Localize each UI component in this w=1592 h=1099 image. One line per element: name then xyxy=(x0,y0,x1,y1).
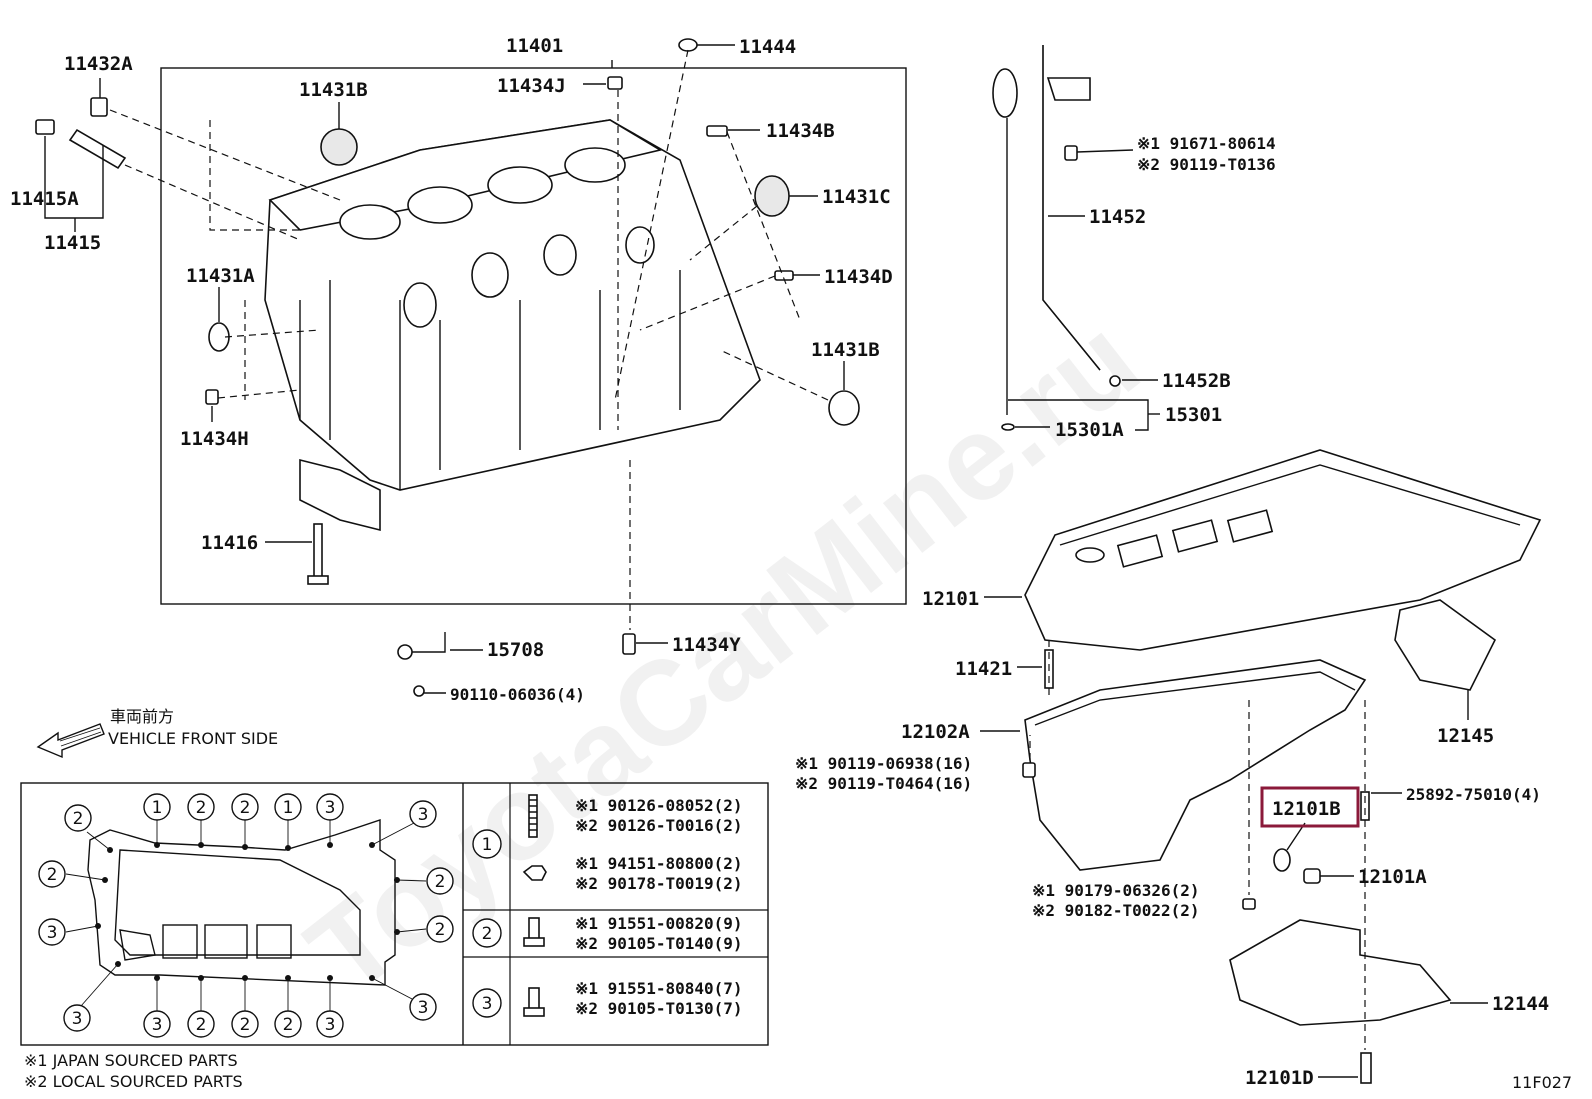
legend-row-2-num: 2 xyxy=(482,924,493,944)
bolt-ref-90179-06326: ※1 90179-06326(2) xyxy=(1032,881,1200,900)
label-11434H: 11434H xyxy=(180,428,249,450)
callout: 3 xyxy=(152,1015,163,1035)
callout: 2 xyxy=(283,1015,294,1035)
legend-row-1-line-3: ※1 94151-80800(2) xyxy=(575,854,743,873)
callout: 3 xyxy=(72,1009,83,1029)
label-11434Y: 11434Y xyxy=(672,634,741,656)
block-dashed-leaders xyxy=(109,49,829,630)
label-25892-75010: 25892-75010(4) xyxy=(1406,785,1541,804)
callout: 1 xyxy=(283,798,294,818)
bolt-ref-90119-06938: ※1 90119-06938(16) xyxy=(795,754,972,773)
label-11432A: 11432A xyxy=(64,53,133,75)
callout: 1 xyxy=(152,798,163,818)
callout: 2 xyxy=(196,798,207,818)
legend-row-1-line-1: ※1 90126-08052(2) xyxy=(575,796,743,815)
callout: 2 xyxy=(47,865,58,885)
label-11434B: 11434B xyxy=(766,120,835,142)
front-label-en: VEHICLE FRONT SIDE xyxy=(108,729,278,748)
label-12101D: 12101D xyxy=(1245,1067,1314,1089)
callout: 2 xyxy=(196,1015,207,1035)
diagram-code: 11F027 xyxy=(1512,1073,1572,1092)
highlight-box-12101B xyxy=(1260,786,1360,828)
front-arrow-icon xyxy=(36,723,105,759)
callout: 2 xyxy=(240,1015,251,1035)
bolt-legend: 2 1 2 2 1 3 3 2 3 2 2 3 3 2 2 2 3 3 1 2 … xyxy=(20,782,769,1046)
flange-bolt-icon-2 xyxy=(523,987,545,1017)
nut-icon xyxy=(522,865,547,881)
callout: 3 xyxy=(47,923,58,943)
legend-row-1-line-4: ※2 90178-T0019(2) xyxy=(575,874,743,893)
label-15301A: 15301A xyxy=(1055,419,1124,441)
legend-row-1-num: 1 xyxy=(482,835,493,855)
label-90110-06036: 90110-06036(4) xyxy=(450,685,585,704)
callout: 2 xyxy=(240,798,251,818)
callout: 2 xyxy=(435,920,446,940)
stud-icon xyxy=(528,794,538,838)
callout: 2 xyxy=(435,872,446,892)
label-12145: 12145 xyxy=(1437,725,1494,747)
label-12102A: 12102A xyxy=(901,721,970,743)
dipstick-labels: ※1 91671-80614 ※2 90119-T0136 11452 1145… xyxy=(1055,134,1276,441)
legend-row-2-line-1: ※1 91551-00820(9) xyxy=(575,914,743,933)
label-12101: 12101 xyxy=(922,588,979,610)
note-japan-sourced: ※1 JAPAN SOURCED PARTS xyxy=(24,1051,238,1070)
note-local-sourced: ※2 LOCAL SOURCED PARTS xyxy=(24,1072,243,1091)
block-frame xyxy=(160,67,907,605)
label-11431A: 11431A xyxy=(186,265,255,287)
label-12144: 12144 xyxy=(1492,993,1549,1015)
legend-row-3-line-1: ※1 91551-80840(7) xyxy=(575,979,743,998)
bolt-ref-90119-T0464: ※2 90119-T0464(16) xyxy=(795,774,972,793)
label-11401: 11401 xyxy=(506,35,563,57)
legend-row-3-line-2: ※2 90105-T0130(7) xyxy=(575,999,743,1018)
legend-row-1-line-2: ※2 90126-T0016(2) xyxy=(575,816,743,835)
legend-row-3-num: 3 xyxy=(482,994,493,1014)
label-11421: 11421 xyxy=(955,658,1012,680)
vehicle-front-indicator: 車両前方 VEHICLE FRONT SIDE xyxy=(36,707,278,759)
label-15301: 15301 xyxy=(1165,404,1222,426)
label-11434D: 11434D xyxy=(824,266,893,288)
label-11434J: 11434J xyxy=(497,75,566,97)
bolt-ref-90119-T0136: ※2 90119-T0136 xyxy=(1137,155,1276,174)
label-15708: 15708 xyxy=(487,639,544,661)
bolt-ref-91671: ※1 91671-80614 xyxy=(1137,134,1276,153)
label-11444: 11444 xyxy=(739,36,796,58)
dipstick-assembly xyxy=(992,45,1160,431)
label-11415A: 11415A xyxy=(10,188,79,210)
block-labels: 11401 11444 11432A 11434J 11431B 11434B … xyxy=(10,35,893,704)
pipe-15708 xyxy=(397,632,483,697)
oil-pan-labels: 12101 11421 12102A 12145 ※1 90119-06938(… xyxy=(795,588,1549,1089)
callout: 3 xyxy=(418,805,429,825)
callout: 2 xyxy=(73,809,84,829)
oil-pipe-parts xyxy=(35,97,127,170)
cylinder-block-drawing xyxy=(264,119,761,532)
label-12101B[interactable]: 12101B xyxy=(1272,798,1341,820)
callout: 3 xyxy=(325,1015,336,1035)
label-11431C: 11431C xyxy=(822,186,891,208)
pan-map-callouts: 2 1 2 2 1 3 3 2 3 2 2 3 3 2 2 2 3 3 xyxy=(38,793,454,1038)
label-11416: 11416 xyxy=(201,532,258,554)
oil-pan-drawing xyxy=(1022,449,1542,1084)
callout: 3 xyxy=(418,998,429,1018)
label-12101A: 12101A xyxy=(1358,866,1427,888)
front-label-jp: 車両前方 xyxy=(110,707,174,726)
label-11431B-right: 11431B xyxy=(811,339,880,361)
block-leader-lines xyxy=(44,44,845,644)
bolt-ref-90182-T0022: ※2 90182-T0022(2) xyxy=(1032,901,1200,920)
flange-bolt-icon xyxy=(523,917,545,947)
label-11452: 11452 xyxy=(1089,206,1146,228)
label-11415: 11415 xyxy=(44,232,101,254)
label-11431B-top: 11431B xyxy=(299,79,368,101)
callout: 3 xyxy=(325,798,336,818)
label-11452B: 11452B xyxy=(1162,370,1231,392)
legend-row-2-line-2: ※2 90105-T0140(9) xyxy=(575,934,743,953)
